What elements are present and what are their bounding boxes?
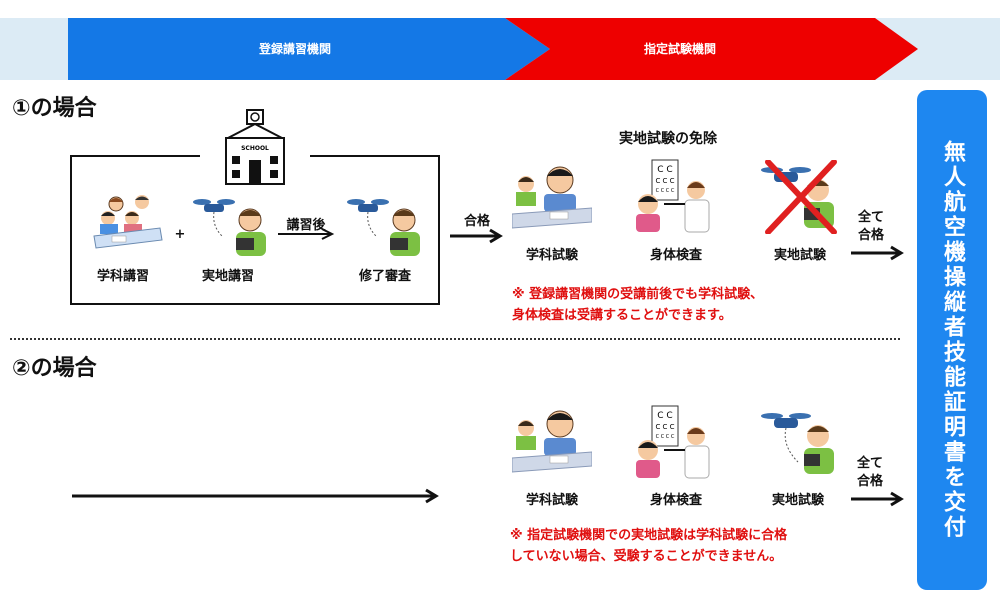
after-lecture-label: 講習後 — [286, 218, 326, 233]
plus-sign: + — [174, 227, 186, 242]
case1-note: ※ 登録講習機関の受講前後でも学科試験、 身体検査は受講することができます。 — [512, 284, 763, 326]
eye-test-icon: C C C C C C C C C — [636, 159, 710, 233]
case1-all-pass-line2: 合格 — [857, 228, 884, 243]
case2-all-pass-arrow-icon — [851, 491, 904, 507]
case2-long-arrow-icon — [72, 488, 439, 504]
exemption-title: 実地試験の免除 — [619, 131, 717, 147]
svg-text:C C C: C C C — [655, 423, 674, 431]
registered-arrow — [68, 18, 550, 80]
case2-all-pass-label: 全て 合格 — [849, 455, 891, 491]
case1-title: ①の場合 — [12, 96, 97, 121]
case2-note-line2: していない場合、受験することができません。 — [510, 549, 783, 564]
case2-academic-test-icon — [512, 410, 592, 473]
practical-test-exempt-icon — [761, 160, 837, 234]
section-divider — [10, 338, 900, 340]
case2-note-line1: ※ 指定試験機関での実地試験は学科試験に合格 — [510, 528, 788, 543]
designated-institution-label: 指定試験機関 — [643, 42, 716, 56]
academic-test-icon — [512, 166, 592, 229]
svg-text:C C C: C C C — [655, 177, 674, 185]
after-lecture-arrow-icon — [278, 228, 335, 240]
case2-practical-test-label: 実地試験 — [771, 493, 824, 508]
case2-all-pass-line2: 合格 — [856, 474, 883, 489]
school-icon: SCHOOL — [225, 109, 285, 185]
case2-academic-test-label: 学科試験 — [525, 493, 578, 508]
registered-institution-label: 登録講習機関 — [258, 42, 331, 56]
case2-physical-test-label: 身体検査 — [649, 493, 702, 508]
case2-eye-test-icon: C C C C C C C C C — [636, 405, 710, 479]
completion-exam-pilot-icon — [347, 199, 420, 256]
case2-drone-pilot-icon — [761, 413, 834, 474]
cross-icon — [765, 160, 837, 234]
case1-all-pass-line1: 全て — [857, 210, 884, 225]
case1-note-line2: 身体検査は受講することができます。 — [512, 308, 732, 323]
case2-note: ※ 指定試験機関での実地試験は学科試験に合格 していない場合、受験することができ… — [510, 525, 787, 567]
svg-text:C C: C C — [657, 411, 672, 421]
designated-arrow — [505, 18, 918, 80]
academic-lecture-label: 学科講習 — [96, 269, 149, 284]
students-icon — [93, 195, 163, 249]
drone-pilot-icon — [193, 199, 266, 256]
case1-note-line1: ※ 登録講習機関の受講前後でも学科試験、 — [512, 287, 764, 302]
case1-practical-test-label: 実地試験 — [773, 248, 826, 263]
completion-exam-label: 修了審査 — [358, 269, 411, 284]
svg-text:C C: C C — [657, 165, 672, 175]
case1-academic-test-label: 学科試験 — [525, 248, 578, 263]
practical-lecture-label: 実地講習 — [201, 269, 254, 284]
certificate-issuance-box: 無人航空機操縦者技能証明書を交付 — [917, 90, 987, 590]
svg-text:C C C C: C C C C — [656, 434, 675, 440]
banner-arrows — [68, 18, 918, 80]
case1-all-pass-label: 全て 合格 — [850, 209, 892, 245]
case2-all-pass-line1: 全て — [856, 456, 883, 471]
school-sign-text: SCHOOL — [241, 145, 269, 152]
svg-text:C C C C: C C C C — [656, 188, 675, 194]
case1-all-pass-arrow-icon — [851, 245, 904, 261]
case2-title: ②の場合 — [12, 356, 97, 381]
pass-arrow-icon — [450, 228, 503, 244]
case1-physical-test-label: 身体検査 — [649, 248, 702, 263]
pass-label: 合格 — [463, 214, 490, 229]
